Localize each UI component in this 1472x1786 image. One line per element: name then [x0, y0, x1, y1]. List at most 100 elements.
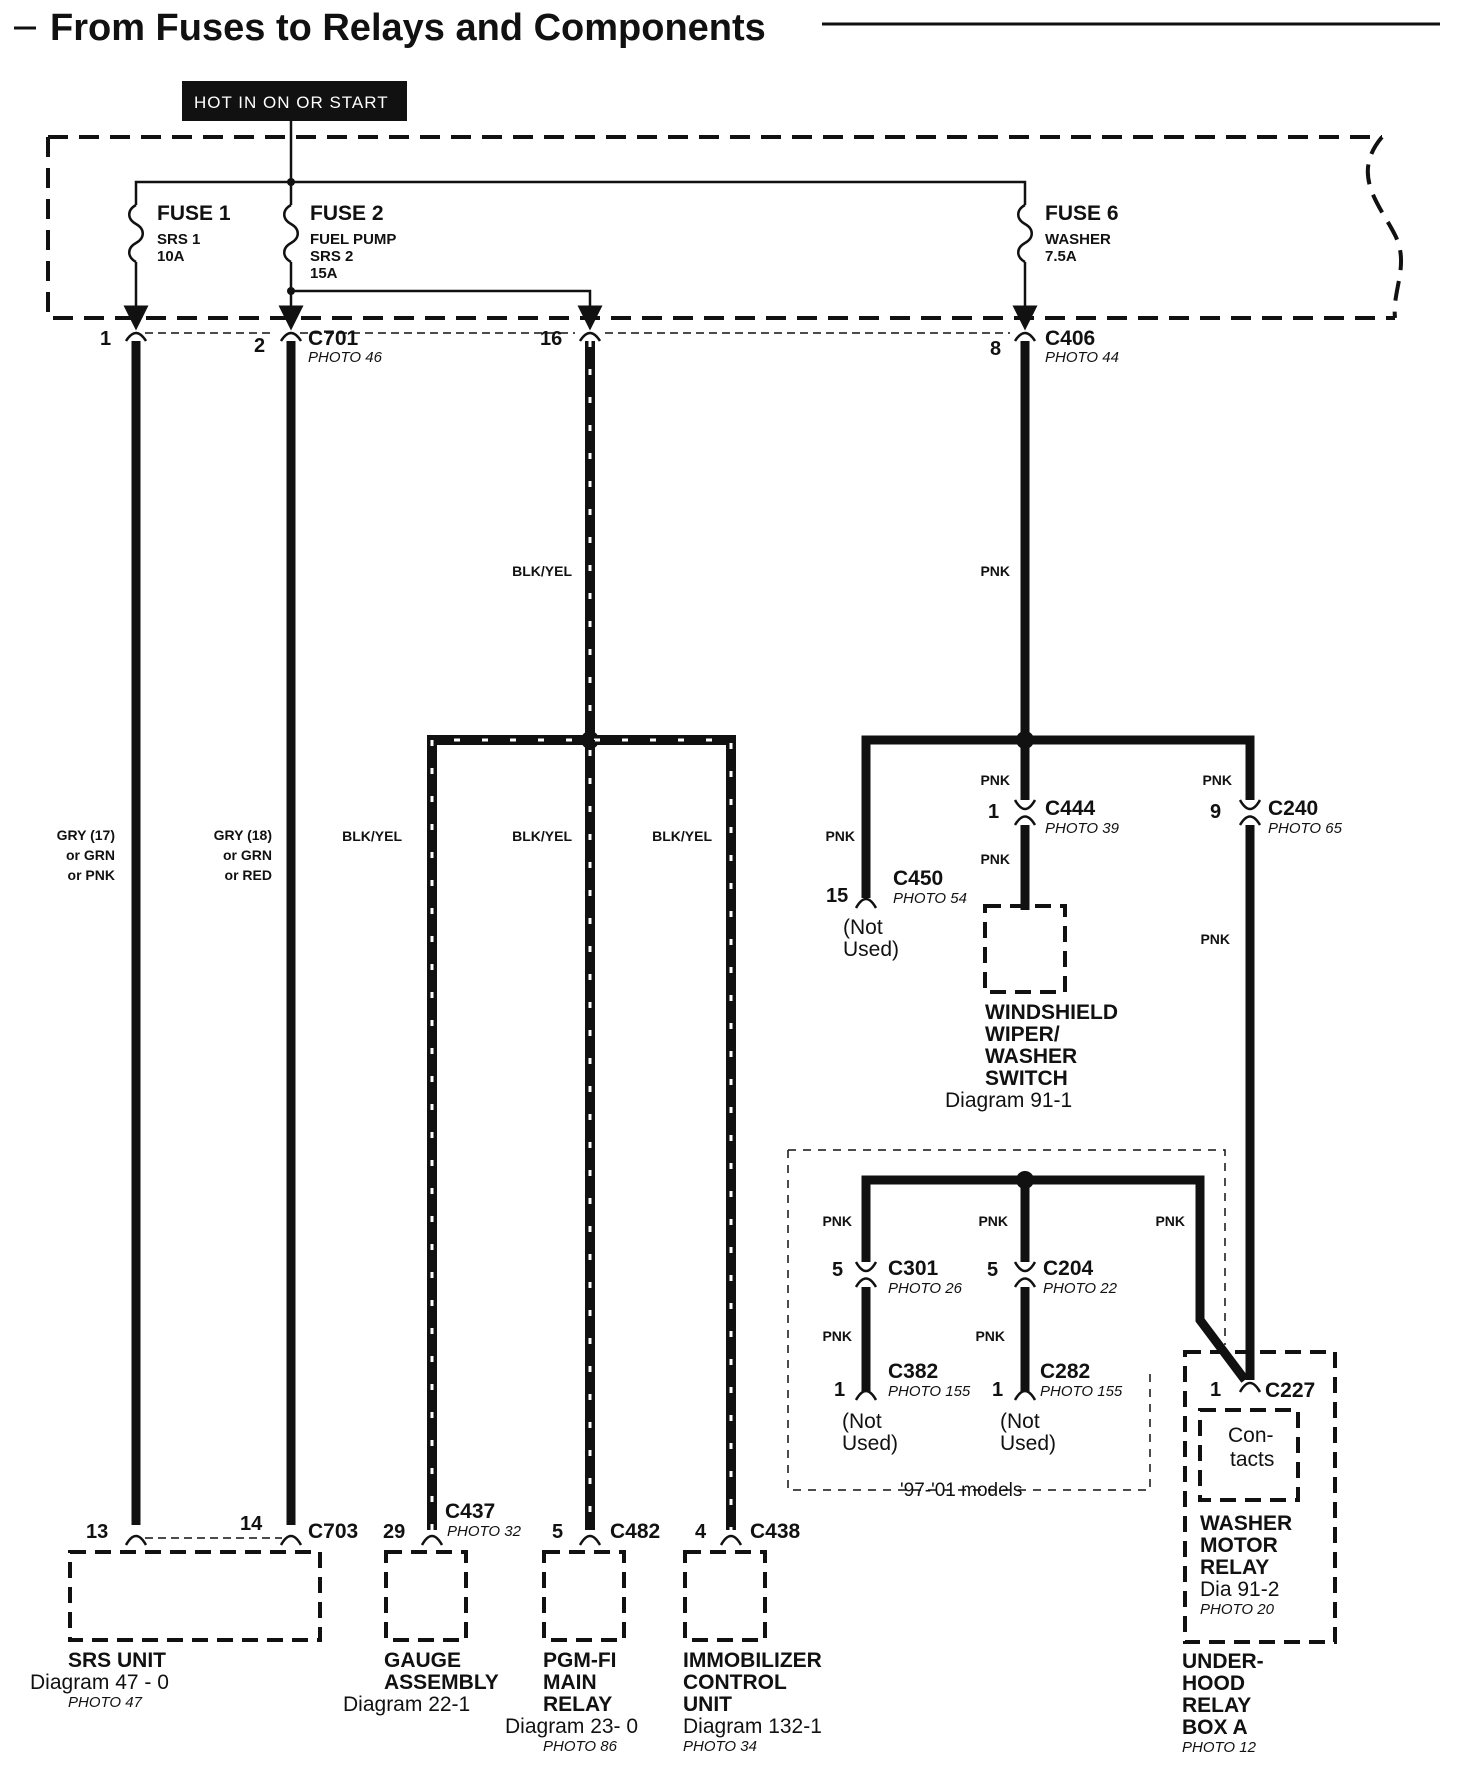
pgmfi-name-2: MAIN [543, 1671, 597, 1694]
c450-photo: PHOTO 54 [893, 890, 967, 907]
c406-pin-8-fork [1013, 331, 1037, 342]
c450-name: C450 [893, 867, 943, 890]
wire-srs-2-label-1: GRY (18) [214, 827, 272, 843]
c701-pin-16: 16 [540, 328, 562, 350]
c282-note-1: (Not [1000, 1410, 1040, 1433]
c450-pin: 15 [826, 885, 848, 907]
c703-pin-14: 14 [240, 1513, 263, 1535]
c703-name: C703 [308, 1520, 358, 1543]
fuse-2-name: FUSE 2 [310, 202, 384, 225]
c204-pin: 5 [987, 1259, 998, 1281]
c482-fork [578, 1534, 602, 1546]
wire-blkyel-pgmfi-label: BLK/YEL [512, 828, 572, 844]
wire-pnk-wiper-label: PNK [980, 851, 1010, 867]
underhood-name-1: UNDER- [1182, 1650, 1264, 1673]
c438-fork [719, 1534, 743, 1546]
c282-note-2: Used) [1000, 1432, 1056, 1455]
underhood-photo: PHOTO 12 [1182, 1739, 1257, 1756]
c282-fork [1013, 1389, 1037, 1401]
c227-name: C227 [1265, 1379, 1315, 1402]
wiper-diagram: Diagram 91-1 [945, 1089, 1072, 1112]
wire-pnk-c282-label: PNK [975, 1328, 1005, 1344]
underhood-name-3: RELAY [1182, 1694, 1251, 1717]
pgmfi-photo: PHOTO 86 [543, 1738, 618, 1755]
srs-unit-name: SRS UNIT [68, 1649, 166, 1672]
fuse-2-line-1: FUEL PUMP [310, 231, 396, 248]
c204-name: C204 [1043, 1257, 1094, 1280]
c701-pin-2: 2 [254, 335, 265, 357]
c282-photo: PHOTO 155 [1040, 1383, 1123, 1400]
c444-fork-bottom [1013, 815, 1037, 826]
srs-unit-photo: PHOTO 47 [68, 1694, 143, 1711]
washer-relay-name-1: WASHER [1200, 1512, 1292, 1535]
wire-pnk-c227-lower-label: PNK [1155, 1213, 1185, 1229]
c482-pin: 5 [552, 1521, 563, 1543]
c406-pin: 8 [990, 338, 1001, 360]
c701-name: C701 [308, 327, 359, 350]
c227-pin: 1 [1210, 1379, 1221, 1401]
fuse-2-element [283, 203, 299, 264]
c450-fork [854, 897, 878, 909]
c301-fork-bottom [854, 1277, 878, 1288]
c703-pin-14-fork [279, 1534, 303, 1546]
wire-pnk-c450 [861, 735, 1255, 898]
models-label: '97-'01 models [900, 1480, 1022, 1501]
contacts-label-1: Con- [1228, 1424, 1274, 1447]
c382-note-1: (Not [842, 1410, 882, 1433]
pgmfi-name-3: RELAY [543, 1693, 612, 1716]
c406-name: C406 [1045, 327, 1095, 350]
c444-name: C444 [1045, 797, 1096, 820]
c437-photo: PHOTO 32 [447, 1523, 522, 1540]
power-label: HOT IN ON OR START [194, 93, 389, 112]
c282-pin: 1 [992, 1379, 1003, 1401]
c301-photo: PHOTO 26 [888, 1280, 963, 1297]
gauge-diagram: Diagram 22-1 [343, 1693, 470, 1716]
c382-pin: 1 [834, 1379, 845, 1401]
immob-name-1: IMMOBILIZER [683, 1649, 822, 1672]
srs-unit-box [68, 1550, 322, 1642]
c301-name: C301 [888, 1257, 939, 1280]
c703-pin-13-fork [124, 1534, 148, 1546]
wire-srs-1-label-1: GRY (17) [57, 827, 115, 843]
wire-pnk-c227-label: PNK [1200, 931, 1230, 947]
c382-name: C382 [888, 1360, 938, 1383]
c701-pin-1-fork [124, 331, 148, 342]
wire-pnk-c204-top-label: PNK [978, 1213, 1008, 1229]
c701-pin-2-fork [279, 331, 303, 342]
pgmfi-relay-box [542, 1550, 626, 1642]
wire-pnk-c450-label: PNK [825, 828, 855, 844]
contacts-box [1198, 1408, 1300, 1502]
wire-pnk-models [861, 1175, 1249, 1383]
c240-photo: PHOTO 65 [1268, 820, 1343, 837]
contacts-label-2: tacts [1230, 1448, 1274, 1471]
c444-photo: PHOTO 39 [1045, 820, 1120, 837]
c382-photo: PHOTO 155 [888, 1383, 971, 1400]
fuse-2-line-2: SRS 2 [310, 248, 353, 265]
pgmfi-diagram: Diagram 23- 0 [505, 1715, 638, 1738]
wire-blkyel-main-label: BLK/YEL [512, 563, 572, 579]
fuse-1-element [128, 203, 144, 264]
c240-fork-bottom [1238, 815, 1262, 826]
c444-fork-top [1013, 799, 1037, 811]
wire-blkyel-split-stripe [430, 738, 733, 1530]
fuse-2-line-3: 15A [310, 265, 338, 282]
c701-pin-1: 1 [100, 328, 111, 350]
c204-photo: PHOTO 22 [1043, 1280, 1118, 1297]
wiper-switch-box [983, 904, 1067, 994]
fuse-6-line-1: WASHER [1045, 231, 1111, 248]
wire-pnk-c382-label: PNK [822, 1328, 852, 1344]
c701-photo: PHOTO 46 [308, 349, 383, 366]
underhood-name-4: BOX A [1182, 1716, 1248, 1739]
wiper-name-4: SWITCH [985, 1067, 1068, 1090]
c701-pin-16-fork [578, 331, 602, 342]
wire-pnk-c240-top-label: PNK [1202, 772, 1232, 788]
c438-name: C438 [750, 1520, 801, 1543]
c444-pin: 1 [988, 801, 999, 823]
fuse-1-line-1: SRS 1 [157, 231, 200, 248]
power-label-box [182, 81, 407, 121]
c382-fork [854, 1389, 878, 1401]
immob-photo: PHOTO 34 [683, 1738, 757, 1755]
washer-relay-photo: PHOTO 20 [1200, 1601, 1275, 1618]
fuse-2-branch [291, 289, 603, 331]
c450-note-1: (Not [843, 916, 883, 939]
